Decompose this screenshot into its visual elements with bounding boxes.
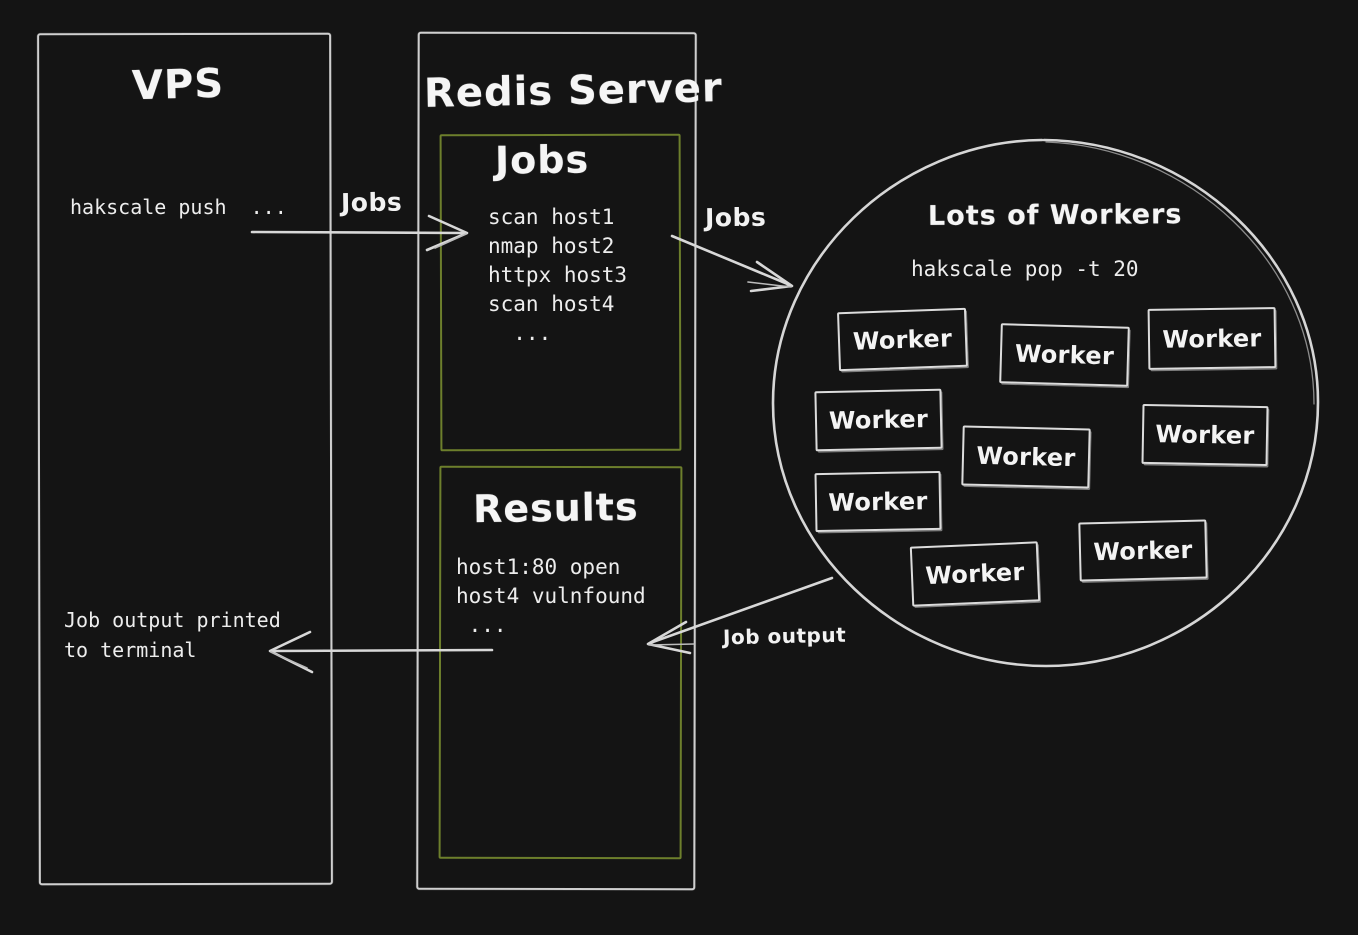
workers-pop-command: hakscale pop -t 20 bbox=[911, 257, 1139, 281]
worker-box[interactable]: Worker bbox=[999, 323, 1130, 387]
worker-box[interactable]: Worker bbox=[1141, 403, 1269, 467]
vps-container bbox=[37, 32, 333, 886]
worker-label: Worker bbox=[1014, 339, 1115, 371]
worker-label: Worker bbox=[1155, 420, 1255, 450]
worker-label: Worker bbox=[828, 404, 929, 436]
worker-label: Worker bbox=[1162, 323, 1262, 354]
worker-label: Worker bbox=[924, 557, 1026, 591]
arrow-label-vps-to-redis: Jobs bbox=[340, 187, 403, 218]
worker-box[interactable]: Worker bbox=[1078, 519, 1208, 582]
arrow-label-redis-to-workers: Jobs bbox=[704, 202, 767, 233]
jobs-title: Jobs bbox=[494, 137, 590, 183]
worker-box[interactable]: Worker bbox=[1147, 307, 1277, 370]
arrow-label-workers-to-results: Job output bbox=[722, 622, 847, 650]
worker-label: Worker bbox=[1093, 535, 1193, 566]
worker-box[interactable]: Worker bbox=[961, 425, 1091, 489]
worker-box[interactable]: Worker bbox=[909, 541, 1041, 607]
worker-box[interactable]: Worker bbox=[837, 307, 968, 372]
worker-label: Worker bbox=[976, 441, 1076, 473]
vps-output-note: Job output printed to terminal bbox=[64, 608, 281, 662]
results-title: Results bbox=[472, 484, 639, 532]
worker-label: Worker bbox=[828, 486, 928, 517]
redis-server-title: Redis Server bbox=[423, 65, 724, 117]
results-queue-items: host1:80 open host4 vulnfound ... bbox=[456, 555, 646, 637]
vps-title: VPS bbox=[131, 60, 225, 110]
jobs-queue-items: scan host1 nmap host2 httpx host3 scan h… bbox=[488, 205, 628, 345]
workers-cluster-title: Lots of Workers bbox=[927, 199, 1183, 232]
worker-box[interactable]: Worker bbox=[814, 470, 942, 533]
worker-label: Worker bbox=[852, 323, 953, 356]
vps-push-command: hakscale push ... bbox=[70, 195, 287, 219]
worker-box[interactable]: Worker bbox=[814, 388, 943, 452]
